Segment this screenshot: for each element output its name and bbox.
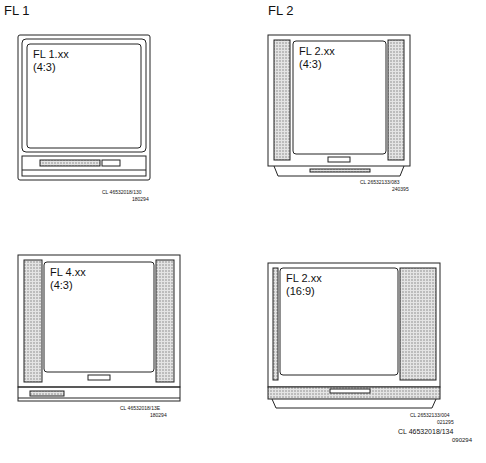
drawing-code: CL 26532133/083 [360, 180, 400, 185]
tv-fl2-169 [268, 263, 440, 408]
section-heading: FL 1 [4, 4, 30, 17]
tv-screen: FL 4.xx(4:3) [44, 262, 154, 372]
model-label: (4:3) [299, 58, 380, 71]
tv-fl2-43 [268, 35, 410, 176]
tv-fl4 [18, 255, 180, 401]
tv-screen: FL 2.xx(4:3) [293, 41, 386, 154]
drawing-code: CL 46532018/134 [398, 428, 453, 435]
model-label: (4:3) [50, 279, 148, 292]
model-label: FL 4.xx [50, 266, 148, 279]
tv-screen: FL 1.xx(4:3) [27, 44, 141, 148]
tv-fl1 [18, 35, 150, 180]
drawing-code: 021295 [437, 420, 454, 425]
tv-screen: FL 2.xx(16:9) [280, 268, 398, 375]
model-label: (16:9) [286, 285, 392, 298]
drawing-code: 090294 [452, 437, 472, 443]
drawing-code: 180294 [132, 197, 149, 202]
model-label: (4:3) [33, 61, 135, 74]
drawing-code: CL 46532018/130 [102, 190, 142, 195]
model-label: FL 1.xx [33, 48, 135, 61]
model-label: FL 2.xx [286, 272, 392, 285]
section-heading: FL 2 [268, 4, 294, 17]
drawing-code: 180294 [150, 413, 167, 418]
drawing-code: 240395 [392, 187, 409, 192]
model-label: FL 2.xx [299, 45, 380, 58]
drawing-code: CL 26532133/004 [410, 413, 450, 418]
drawing-code: CL 46532018/13E [120, 406, 160, 411]
